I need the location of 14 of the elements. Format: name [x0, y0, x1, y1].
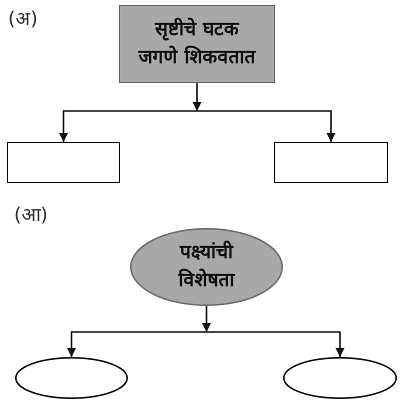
answer-box [274, 142, 388, 183]
answer-box [7, 142, 120, 183]
arrow [192, 83, 202, 111]
arrow [202, 306, 211, 332]
concept-oval: पक्ष्यांची विशेषता [130, 228, 283, 306]
section-label: (अ) [8, 8, 38, 31]
arrow [206, 331, 344, 357]
arrow [67, 331, 206, 357]
arrow [197, 110, 336, 142]
answer-oval [15, 357, 128, 399]
answer-oval [283, 357, 397, 399]
concept-box: सृष्टीचे घटक जगणे शिकवतात [119, 5, 275, 83]
section-label: (आ) [14, 204, 48, 227]
arrow [59, 110, 197, 142]
